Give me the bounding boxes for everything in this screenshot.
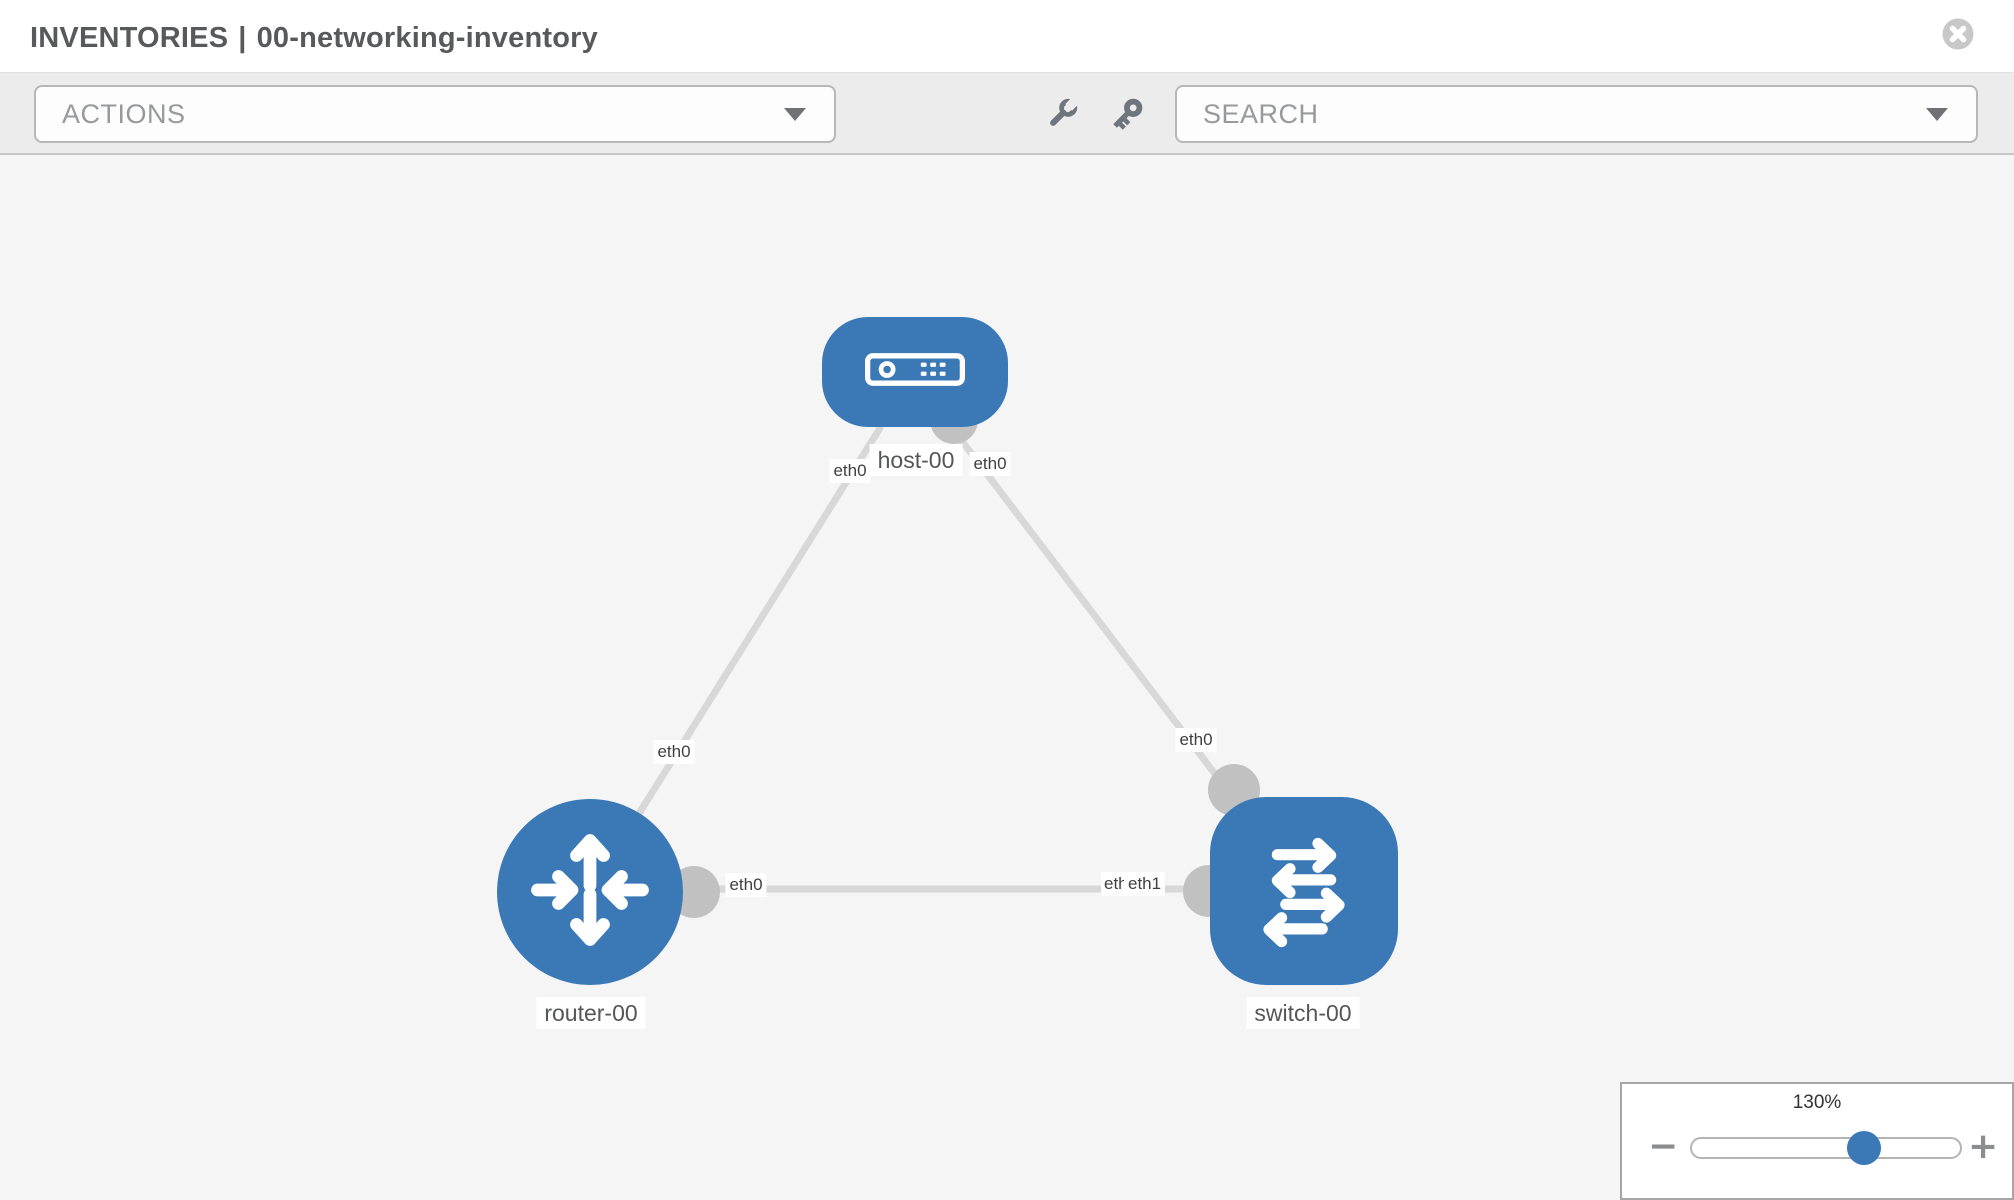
links-layer [586, 396, 1308, 918]
interface-label: eth0 [653, 740, 695, 764]
close-icon [1941, 18, 1975, 54]
close-button[interactable] [1941, 17, 1975, 51]
node-router-00[interactable] [497, 799, 683, 985]
topology-canvas[interactable]: eth0 eth0 eth0 eth0 eth0 eth0 eth1 host-… [0, 155, 2014, 1200]
node-label-router: router-00 [536, 997, 646, 1029]
credentials-button[interactable] [1105, 93, 1149, 137]
header: INVENTORIES | 00-networking-inventory [0, 0, 2014, 72]
zoom-control-panel: 130% − + [1620, 1082, 2014, 1200]
router-icon [515, 815, 665, 970]
page-title-section: INVENTORIES [30, 22, 229, 54]
actions-dropdown[interactable]: ACTIONS [34, 85, 836, 143]
actions-dropdown-label: ACTIONS [62, 99, 186, 129]
page-title-separator: | [238, 22, 247, 54]
page-title: INVENTORIES | 00-networking-inventory [30, 0, 598, 72]
node-label-switch: switch-00 [1246, 997, 1360, 1029]
zoom-level-value: 130% [1792, 1092, 1842, 1113]
interface-label: eth0 [1175, 728, 1217, 752]
interface-label: eth0 [829, 459, 871, 483]
caret-down-icon [1926, 108, 1948, 121]
interface-connectors [668, 396, 1260, 918]
key-icon [1107, 98, 1147, 137]
interface-label: eth1 [1124, 872, 1166, 896]
zoom-slider-thumb[interactable] [1846, 1131, 1881, 1165]
interface-label-partially-hidden: eth0 [1101, 872, 1127, 896]
search-dropdown[interactable]: SEARCH [1175, 85, 1978, 143]
interface-label: eth0 [969, 452, 1011, 476]
minus-icon: − [1648, 1126, 1679, 1167]
zoom-slider-track[interactable] [1690, 1131, 1962, 1165]
zoom-out-button[interactable]: − [1648, 1122, 1678, 1172]
search-placeholder: SEARCH [1203, 99, 1319, 129]
plus-icon: + [1968, 1126, 1999, 1167]
node-switch-00[interactable] [1210, 797, 1398, 985]
interface-label: eth0 [725, 873, 767, 897]
configure-tools-button[interactable] [1040, 93, 1084, 137]
node-host-00[interactable] [822, 317, 1008, 427]
toolbar: ACTIONS [0, 72, 2014, 155]
topology-links [586, 424, 1308, 896]
host-icon [865, 353, 965, 391]
switch-icon [1234, 819, 1374, 964]
caret-down-icon [784, 108, 806, 121]
page-title-inventory-name: 00-networking-inventory [256, 22, 598, 54]
wrench-icon [1042, 94, 1082, 137]
node-label-host: host-00 [869, 444, 963, 476]
zoom-slider-row: − + [1622, 1122, 2012, 1172]
zoom-in-button[interactable]: + [1968, 1122, 1998, 1172]
